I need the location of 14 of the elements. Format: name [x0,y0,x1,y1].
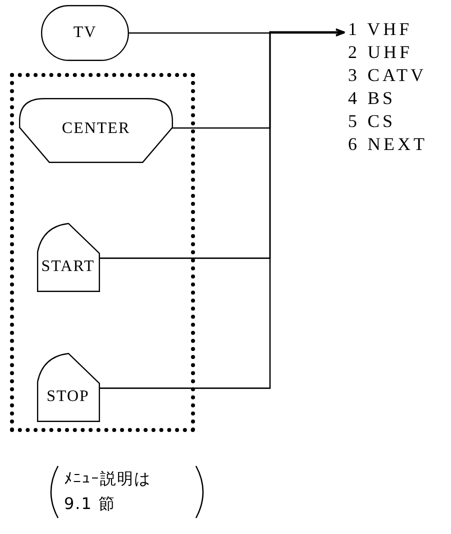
menu-item: 1 VHF [348,18,414,41]
key-label: TV [73,24,97,42]
menu-item: 6 NEXT [348,133,428,156]
menu-item: 2 UHF [348,41,414,64]
connector-arrow [97,28,344,389]
menu-item: 3 CATV [348,64,428,87]
menu-item: 4 BS [348,87,397,110]
key-label: CENTER [62,120,130,138]
key-label: STOP [46,388,90,406]
menu-item: 5 CS [348,110,397,133]
connector-arrow [128,30,344,36]
note-text: ﾒﾆｭｰ説明は 9.1 節 [64,468,152,515]
key-label: START [41,258,95,276]
dotted-frame [10,73,195,432]
